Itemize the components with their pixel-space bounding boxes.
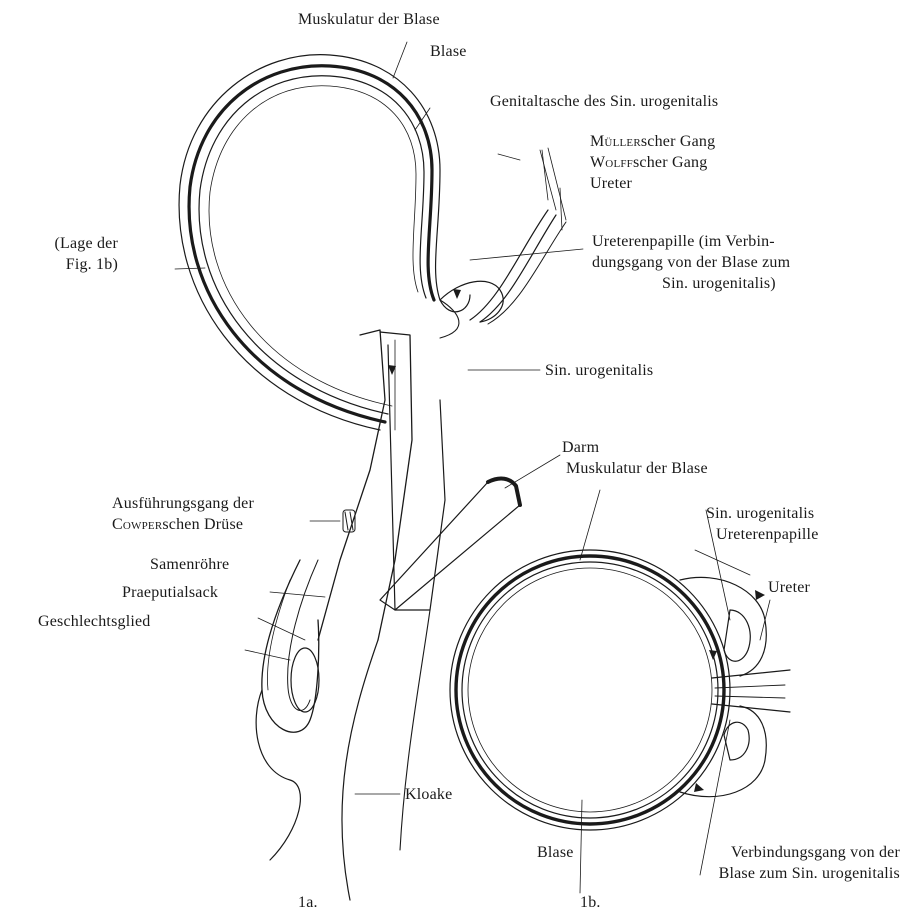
label-muskulatur-der-blase-1a: Muskulatur der Blase [298,10,440,29]
bladder-ring-1b [450,550,730,830]
label-ureterenpapille-1a-line2: dungsgang von der Blase zum [592,253,790,272]
label-lage-der-fig-line1: (Lage der [6,234,118,253]
label-muellerscher-gang-suffix: scher Gang [641,133,715,150]
label-wolffscher-gang-name: Wolff [590,154,633,171]
label-wolffscher-gang: Wolffscher Gang [590,153,707,172]
label-lage-der-fig-line2: Fig. 1b) [6,255,118,274]
geschlechtsglied-1a [256,560,319,860]
label-ureterenpapille-1a-line3: Sin. urogenitalis) [662,274,776,293]
label-geschlechtsglied: Geschlechtsglied [38,612,151,631]
label-genitaltasche: Genitaltasche des Sin. urogenitalis [490,92,718,111]
label-cowper-suffix: schen Drüse [162,516,243,533]
label-muellerscher-gang: Müllerscher Gang [590,132,715,151]
label-ureter-1a: Ureter [590,174,632,193]
label-ausfuehrungsgang-line2: Cowperschen Drüse [112,515,243,534]
label-ureterenpapille-1a-line1: Ureterenpapille (im Verbin- [592,232,775,251]
label-verbindungsgang-line1: Verbindungsgang von der [600,843,900,862]
label-darm: Darm [562,438,599,457]
label-muskulatur-der-blase-1b: Muskulatur der Blase [566,459,708,478]
bladder-wall-1a [179,55,470,430]
label-verbindungsgang-line2: Blase zum Sin. urogenitalis [600,864,900,883]
label-cowper-name: Cowper [112,516,162,533]
label-muellerscher-gang-name: Müller [590,133,641,150]
sinus-urogenitalis-tube-1a [318,330,445,640]
figure-label-1a: 1a. [298,893,318,912]
ureter-tubes-1a [440,148,566,338]
label-ausfuehrungsgang-line1: Ausführungsgang der [112,494,254,513]
label-ureterenpapille-1b: Ureterenpapille [716,525,819,544]
figure-label-1b: 1b. [580,893,601,912]
label-sin-urogenitalis-1b: Sin. urogenitalis [706,504,814,523]
label-wolffscher-gang-suffix: scher Gang [633,154,707,171]
kloake-1a [342,610,430,900]
label-samenroehre: Samenröhre [150,555,229,574]
label-praeputialsack: Praeputialsack [122,583,218,602]
label-blase-1a: Blase [430,42,467,61]
label-kloake: Kloake [405,785,452,804]
label-sin-urogenitalis-1a: Sin. urogenitalis [545,361,653,380]
label-blase-1b: Blase [537,843,574,862]
label-ureter-1b: Ureter [768,578,810,597]
